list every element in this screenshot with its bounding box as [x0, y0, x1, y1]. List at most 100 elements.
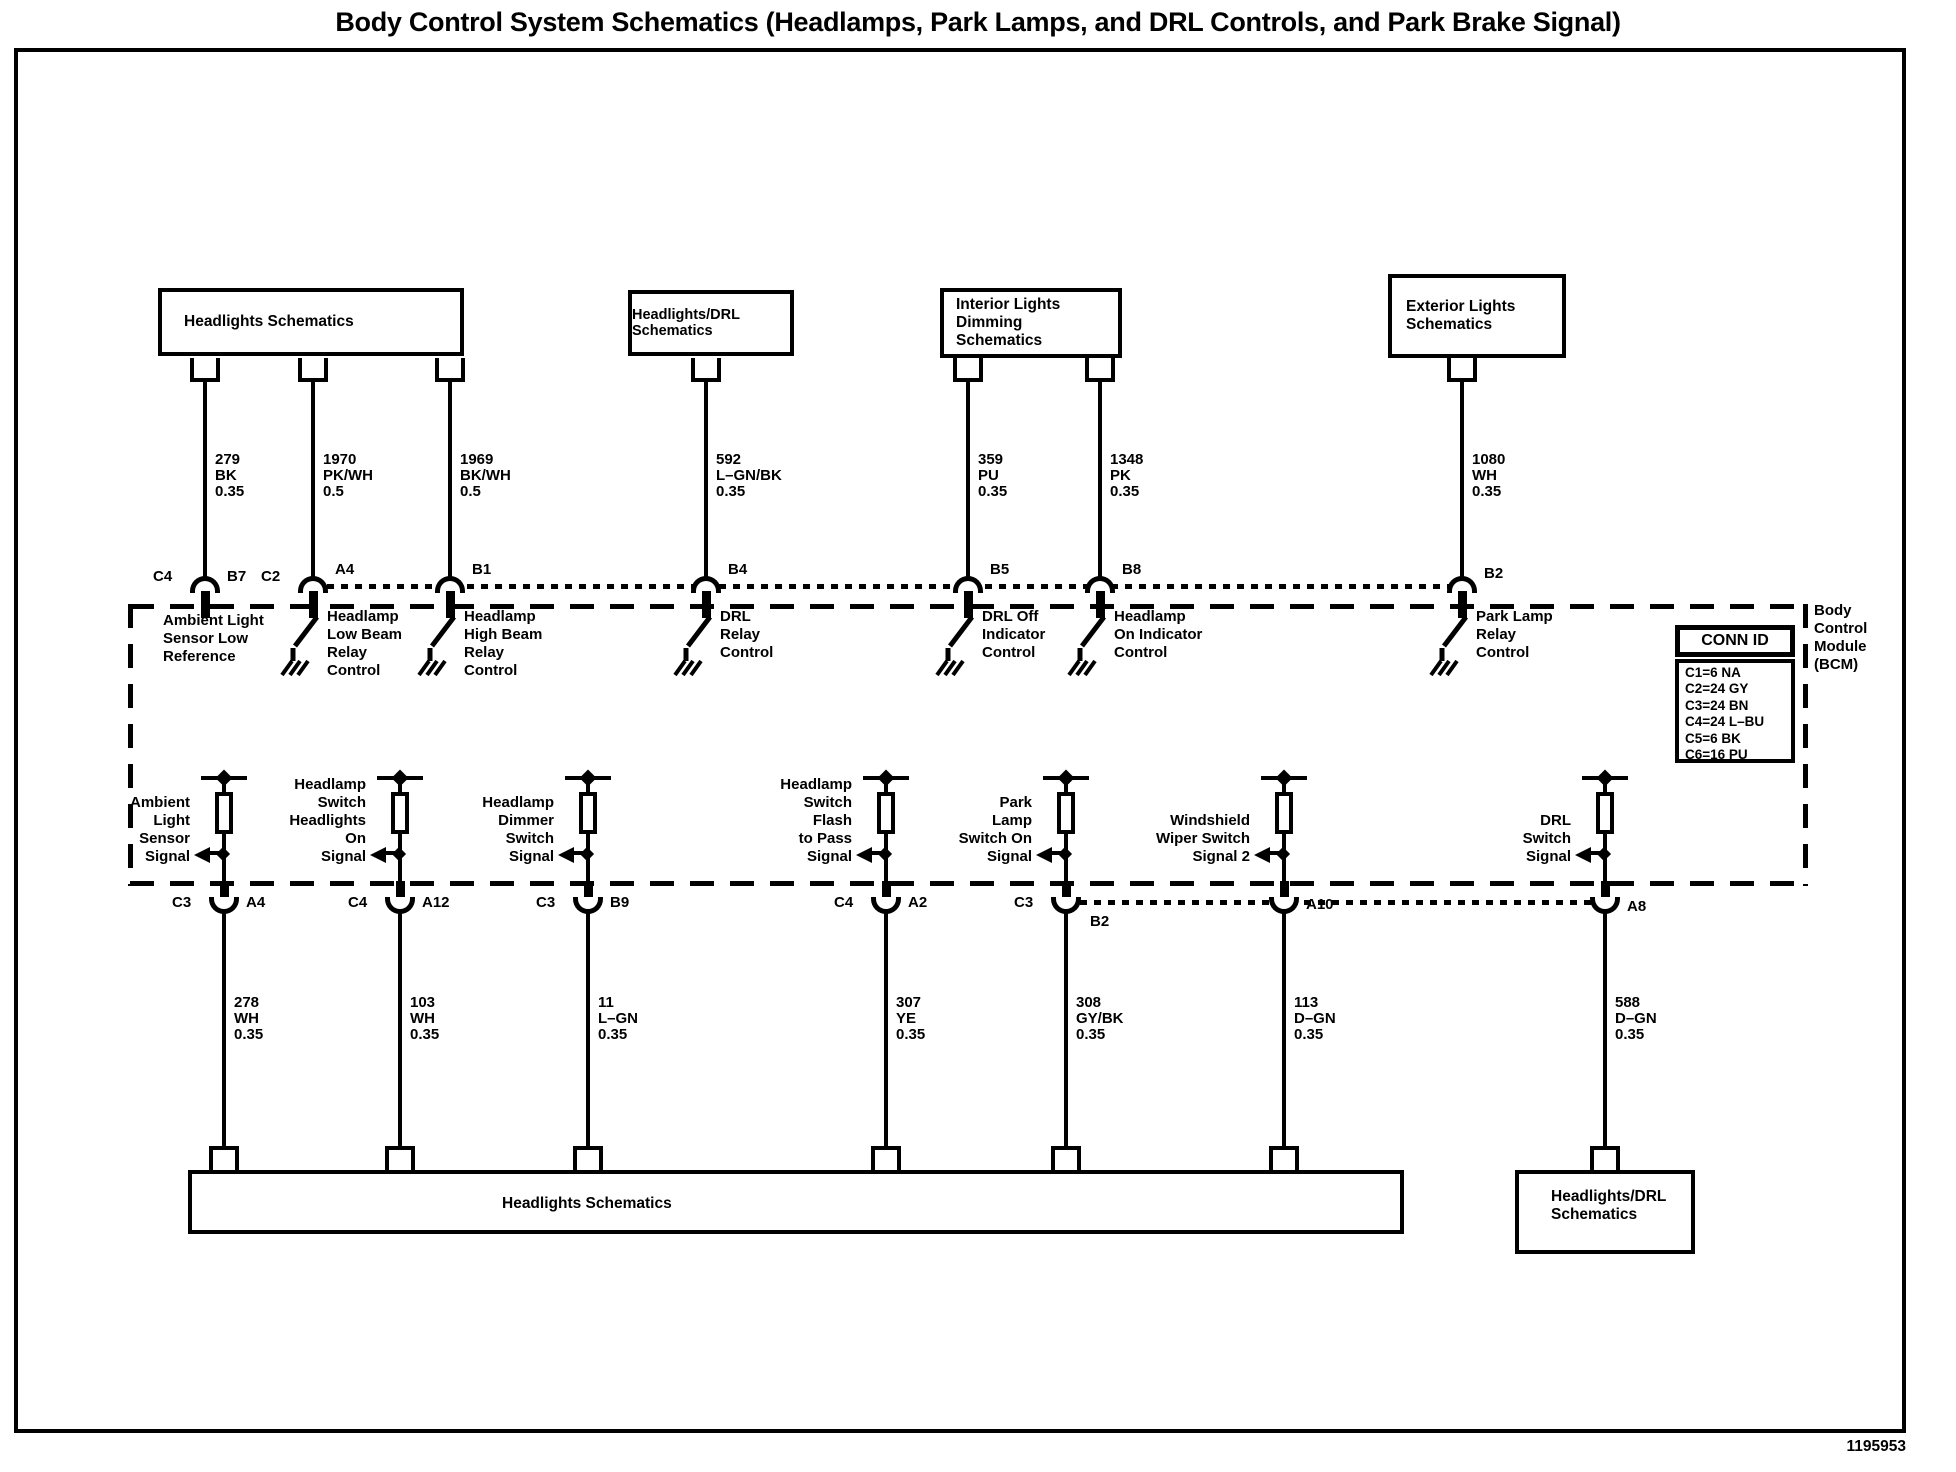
connector-id: C4 — [834, 894, 854, 911]
connector-arc — [1269, 897, 1299, 914]
bcm-boundary-left — [128, 604, 133, 886]
function-label: Headlamp Low Beam Relay Control — [327, 608, 402, 680]
wire-gauge: 0.35 — [1615, 1026, 1645, 1043]
wire-color: WH — [234, 1010, 259, 1027]
pin-id: B1 — [472, 561, 492, 578]
resistor-icon — [579, 792, 597, 834]
circuit-number: 278 — [234, 994, 260, 1011]
box-label-line: Interior Lights Dimming — [956, 296, 1061, 331]
wire-gauge: 0.5 — [323, 483, 344, 500]
bcm-name: Body Control Module (BCM) — [1814, 602, 1867, 674]
terminal-bracket — [209, 1146, 239, 1170]
wire — [311, 380, 315, 578]
function-line: DRL — [720, 608, 751, 625]
signal-line: Headlamp — [482, 794, 554, 811]
signal-line: Wiper Switch — [1155, 830, 1250, 847]
connector-id: C3 — [1014, 894, 1034, 911]
function-line: Control — [1476, 644, 1530, 661]
wire — [966, 380, 970, 578]
function-line: DRL Off — [982, 608, 1039, 625]
signal-arrow-icon — [370, 847, 386, 863]
resistor-icon — [1275, 792, 1293, 834]
signal-label: Park Lamp Switch On Signal — [832, 794, 1032, 866]
function-line: Relay — [327, 644, 368, 661]
terminal-bracket — [691, 358, 721, 382]
wire — [398, 912, 402, 1148]
signal-line: Signal 2 — [1192, 848, 1250, 865]
connector-arc — [953, 576, 983, 593]
wire-label: 588 D–GN 0.35 — [1615, 995, 1657, 1043]
wire-color: BK/WH — [460, 467, 511, 484]
wire — [1064, 912, 1068, 1148]
connector-stem — [446, 591, 455, 618]
signal-line: Headlamp — [294, 776, 366, 793]
terminal-bracket — [573, 1146, 603, 1170]
pin-id: B2 — [1484, 565, 1504, 582]
connector-stem — [584, 881, 593, 903]
connector-stem — [1096, 591, 1105, 618]
terminal-bracket — [1051, 1146, 1081, 1170]
ground-icon — [417, 616, 456, 677]
wire-label: 279 BK 0.35 — [215, 452, 244, 500]
wire-color: WH — [410, 1010, 435, 1027]
terminal-bracket — [1085, 358, 1115, 382]
function-label: Headlamp High Beam Relay Control — [464, 608, 542, 680]
pin-id: A12 — [422, 894, 450, 911]
pin-id: B7 — [227, 568, 247, 585]
circuit-number: 307 — [896, 994, 922, 1011]
wire — [884, 912, 888, 1148]
connector-arc — [190, 576, 220, 593]
signal-label: Headlamp Switch Flash to Pass Signal — [652, 776, 852, 866]
signal-line: Signal — [144, 848, 190, 865]
resistor-icon — [215, 792, 233, 834]
pin-id: A10 — [1306, 896, 1334, 913]
function-line: Headlamp — [464, 608, 536, 625]
conn-id-row: C2=24 GY — [1685, 681, 1749, 697]
wire-gauge: 0.35 — [215, 483, 245, 500]
function-label: Park Lamp Relay Control — [1476, 608, 1553, 662]
wire-label: 1969 BK/WH 0.5 — [460, 452, 511, 500]
wire-gauge: 0.35 — [716, 483, 746, 500]
circuit-number: 359 — [978, 451, 1004, 468]
circuit-number: 308 — [1076, 994, 1102, 1011]
pin-id: B5 — [990, 561, 1010, 578]
signal-line: Switch — [803, 794, 852, 811]
connector-id: C2 — [261, 568, 281, 585]
signal-label: Windshield Wiper Switch Signal 2 — [1050, 812, 1250, 866]
conn-id-title: CONN ID — [1701, 632, 1769, 649]
conn-id-header: CONN ID — [1675, 625, 1795, 657]
pin-id: A8 — [1627, 898, 1647, 915]
function-line: Park Lamp — [1476, 608, 1553, 625]
signal-line: Windshield — [1170, 812, 1250, 829]
signal-line: Switch — [317, 794, 366, 811]
wire-color: L–GN — [598, 1010, 639, 1027]
wire — [222, 912, 226, 1148]
connector-stem — [201, 591, 210, 618]
connector-stem — [1280, 881, 1289, 903]
wire-gauge: 0.35 — [1472, 483, 1502, 500]
terminal-bracket — [1447, 358, 1477, 382]
box-label: Headlights/DRL Schematics — [632, 307, 740, 339]
signal-arrow-icon — [856, 847, 872, 863]
resistor-icon — [877, 792, 895, 834]
conn-id-row: C6=16 PU — [1685, 747, 1748, 763]
connector-arc — [1085, 576, 1115, 593]
signal-line: Switch — [505, 830, 554, 847]
signal-line: DRL — [1540, 812, 1571, 829]
connector-stem — [309, 591, 318, 618]
pin-id: A2 — [908, 894, 928, 911]
wire-gauge: 0.35 — [1076, 1026, 1106, 1043]
connector-arc — [435, 576, 465, 593]
box-label: Headlights Schematics — [502, 1195, 672, 1212]
ground-icon — [1429, 616, 1468, 677]
wire-label: 307 YE 0.35 — [896, 995, 925, 1043]
terminal-bracket — [953, 358, 983, 382]
signal-arrow-icon — [1575, 847, 1591, 863]
function-line: Relay — [1476, 626, 1517, 643]
bcm-name-line: Body — [1814, 602, 1852, 619]
resistor-icon — [1596, 792, 1614, 834]
connector-arc — [1447, 576, 1477, 593]
wire-gauge: 0.35 — [234, 1026, 264, 1043]
signal-label: Headlamp Switch Headlights On Signal — [166, 776, 366, 866]
